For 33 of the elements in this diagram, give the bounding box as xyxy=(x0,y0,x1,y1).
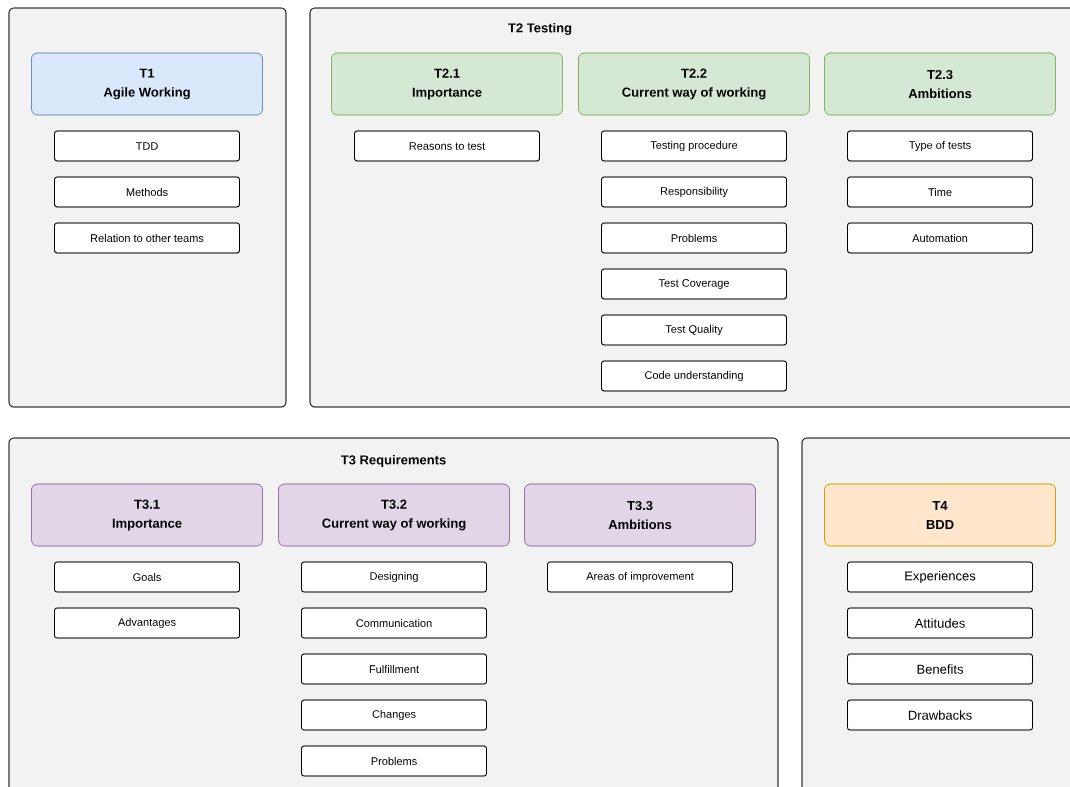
item-box: Advantages xyxy=(54,607,240,639)
item-box: Problems xyxy=(601,222,787,254)
item-box: Type of tests xyxy=(847,130,1033,162)
header-box: T3.1 Importance xyxy=(31,483,263,547)
header-box: T1 Agile Working xyxy=(31,52,263,116)
item-box: Responsibility xyxy=(601,176,787,208)
header-box: T2.2 Current way of working xyxy=(578,52,810,116)
item-box: Designing xyxy=(301,561,487,593)
item-box: Test Quality xyxy=(601,314,787,346)
item-box: Time xyxy=(847,176,1033,208)
item-box: Fulfillment xyxy=(301,653,487,685)
item-box: Problems xyxy=(301,745,487,777)
header-box: T2.1 Importance xyxy=(331,52,563,116)
item-box: Relation to other teams xyxy=(54,222,240,254)
item-box: Communication xyxy=(301,607,487,639)
item-box: Test Coverage xyxy=(601,268,787,300)
item-box: Reasons to test xyxy=(354,130,540,162)
header-box: T3.3 Ambitions xyxy=(524,483,756,547)
item-box: Areas of improvement xyxy=(547,561,733,593)
item-box: Automation xyxy=(847,222,1033,254)
header-box: T3.2 Current way of working xyxy=(278,483,510,547)
item-box: TDD xyxy=(54,130,240,162)
item-box: Testing procedure xyxy=(601,130,787,162)
header-box: T4 BDD xyxy=(824,483,1056,547)
item-box: Changes xyxy=(301,699,487,731)
item-box: Drawbacks xyxy=(847,699,1033,731)
item-box: Methods xyxy=(54,176,240,208)
item-box: Benefits xyxy=(847,653,1033,685)
item-box: Experiences xyxy=(847,561,1033,593)
header-box: T2.3 Ambitions xyxy=(824,52,1056,116)
item-box: Attitudes xyxy=(847,607,1033,639)
item-box: Code understanding xyxy=(601,360,787,392)
item-box: Goals xyxy=(54,561,240,593)
